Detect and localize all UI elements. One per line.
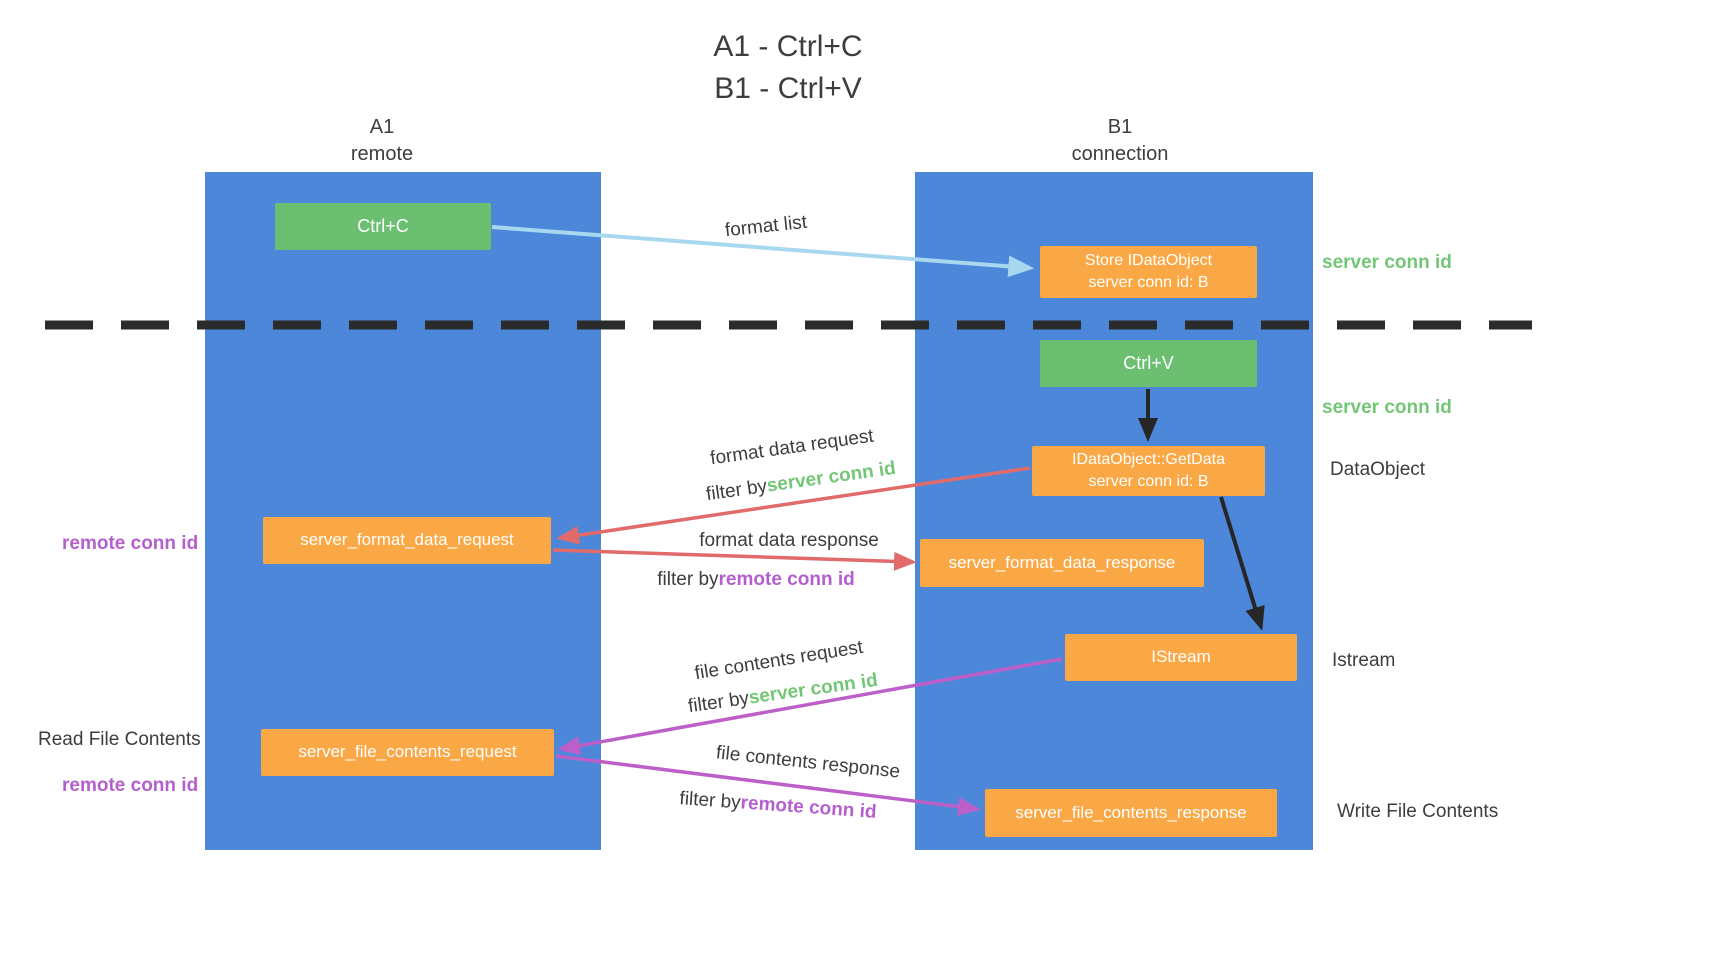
node-istream-label: IStream bbox=[1151, 647, 1211, 667]
node-idataobject-getdata-line1: IDataObject::GetData bbox=[1072, 451, 1225, 469]
lane-b1-subtitle: connection bbox=[1071, 143, 1169, 165]
node-ctrl-v: Ctrl+V bbox=[1040, 340, 1257, 387]
filter-prefix: filter by bbox=[686, 687, 751, 718]
edge-label-format-list: format list bbox=[723, 211, 808, 242]
node-server-file-contents-response: server_file_contents_response bbox=[985, 789, 1277, 837]
node-ctrl-c-label: Ctrl+C bbox=[357, 216, 409, 237]
lane-b1-header: B1 connection bbox=[1020, 114, 1220, 168]
filter-key-server-conn-id: server conn id bbox=[765, 457, 898, 497]
node-server-format-data-request-label: server_format_data_request bbox=[300, 530, 514, 550]
side-label-remote-conn-id-top: remote conn id bbox=[62, 533, 199, 554]
node-idataobject-getdata-line2: server conn id: B bbox=[1088, 473, 1209, 490]
diagram-title: A1 - Ctrl+C B1 - Ctrl+V bbox=[638, 26, 938, 110]
side-label-remote-conn-id-bottom: remote conn id bbox=[62, 775, 199, 796]
side-label-write-file-contents: Write File Contents bbox=[1337, 801, 1499, 822]
lane-a1-title: A1 bbox=[369, 116, 395, 138]
node-ctrl-v-label: Ctrl+V bbox=[1123, 353, 1174, 374]
side-label-read-file-contents: Read File Contents bbox=[38, 729, 201, 750]
node-idataobject-getdata: IDataObject::GetData server conn id: B bbox=[1032, 446, 1265, 496]
node-server-file-contents-response-label: server_file_contents_response bbox=[1015, 802, 1247, 822]
node-store-idataobject-line2: server conn id: B bbox=[1088, 274, 1209, 291]
title-line-1: A1 - Ctrl+C bbox=[713, 30, 863, 63]
lane-b1-title: B1 bbox=[1107, 116, 1133, 138]
side-label-server-conn-id-top: server conn id bbox=[1322, 252, 1452, 273]
edge-label-filter-format-data-response: filter byremote conn id bbox=[657, 569, 854, 591]
title-line-2: B1 - Ctrl+V bbox=[714, 72, 862, 105]
filter-key-remote-conn-id: remote conn id bbox=[718, 569, 855, 590]
side-label-istream: Istream bbox=[1332, 650, 1396, 671]
side-label-dataobject: DataObject bbox=[1330, 459, 1426, 480]
filter-prefix: filter by bbox=[657, 569, 719, 590]
side-label-server-conn-id-middle: server conn id bbox=[1322, 397, 1452, 418]
lane-a1-subtitle: remote bbox=[350, 143, 414, 165]
filter-key-remote-conn-id: remote conn id bbox=[739, 792, 878, 823]
node-store-idataobject-line1: Store IDataObject bbox=[1084, 252, 1213, 270]
node-server-file-contents-request-label: server_file_contents_request bbox=[298, 742, 517, 762]
edge-label-file-contents-response: file contents response bbox=[715, 742, 902, 783]
node-server-format-data-response: server_format_data_response bbox=[920, 539, 1204, 587]
node-server-file-contents-request: server_file_contents_request bbox=[261, 729, 554, 776]
node-store-idataobject: Store IDataObject server conn id: B bbox=[1040, 246, 1257, 298]
edge-label-filter-file-contents-response: filter byremote conn id bbox=[679, 788, 877, 824]
filter-prefix: filter by bbox=[678, 788, 742, 814]
node-server-format-data-request: server_format_data_request bbox=[263, 517, 551, 564]
filter-prefix: filter by bbox=[704, 475, 769, 506]
node-ctrl-c: Ctrl+C bbox=[275, 203, 491, 250]
node-server-format-data-response-label: server_format_data_response bbox=[948, 552, 1176, 572]
edge-label-format-data-response: format data response bbox=[699, 530, 879, 551]
node-istream: IStream bbox=[1065, 634, 1297, 681]
filter-key-server-conn-id: server conn id bbox=[747, 669, 880, 709]
lane-a1-header: A1 remote bbox=[282, 114, 482, 168]
